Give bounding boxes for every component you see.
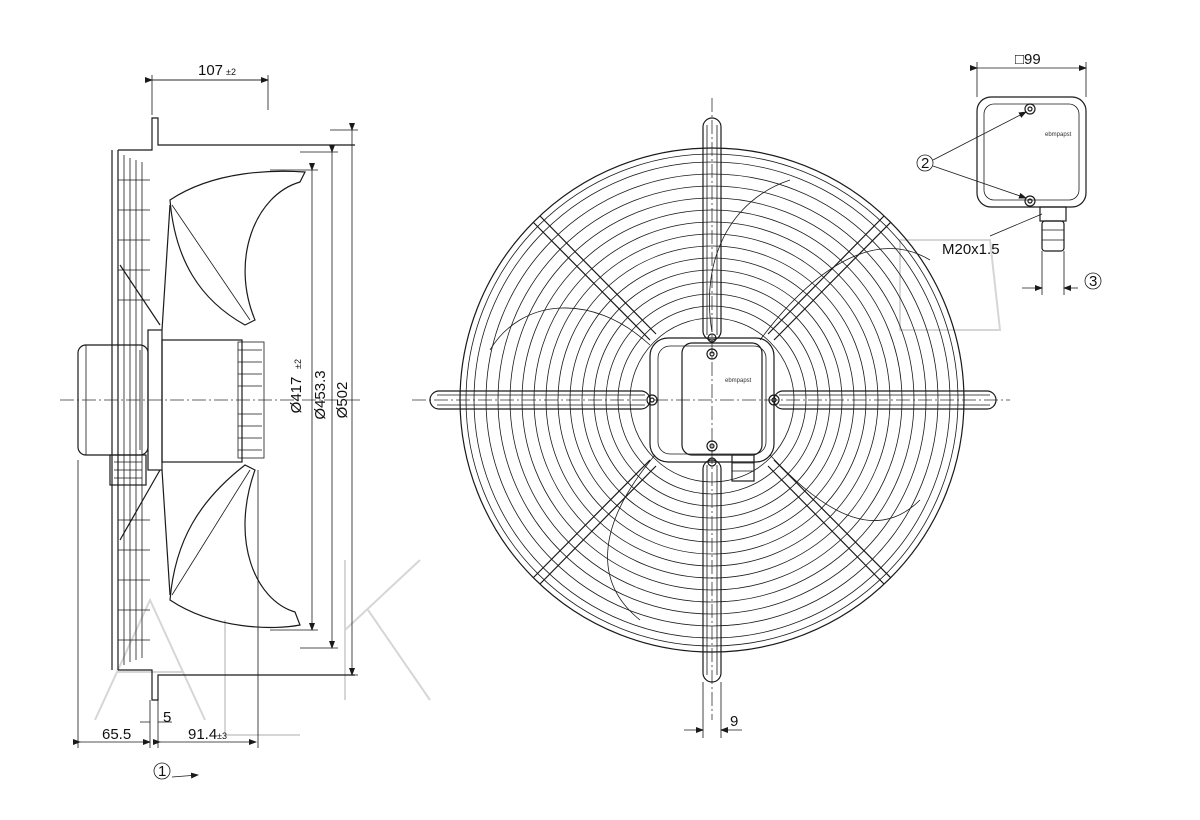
watermark [94,239,1002,736]
callout-2: 2 [921,155,929,172]
front-view [412,98,1010,738]
terminal-box-view [916,62,1102,295]
brand-label-front: ebmpapst [725,378,752,384]
thread-label: M20x1.5 [942,241,1000,258]
dim-dia-417-tol: ±2 [293,359,303,369]
dim-dia-417: Ø417 [288,377,305,414]
dim-9: 9 [730,713,738,730]
side-view [60,117,360,701]
callout-3: 3 [1089,273,1097,290]
dim-dia-502: Ø502 [334,382,351,419]
dim-dia-453: Ø453.3 [312,370,329,419]
callout-1: 1 [158,763,166,780]
dim-65-5: 65.5 [102,726,131,743]
dim-5: 5 [163,709,171,726]
dim-91-4-tol: ±3 [217,731,227,741]
brand-label-box: ebmpapst [1045,132,1072,138]
dim-107: 107 [198,62,223,79]
side-dimensions [73,75,358,780]
dim-box-99: □99 [1015,51,1041,68]
dim-107-tol: ±2 [226,67,236,77]
dim-91-4: 91.4 [188,726,217,743]
